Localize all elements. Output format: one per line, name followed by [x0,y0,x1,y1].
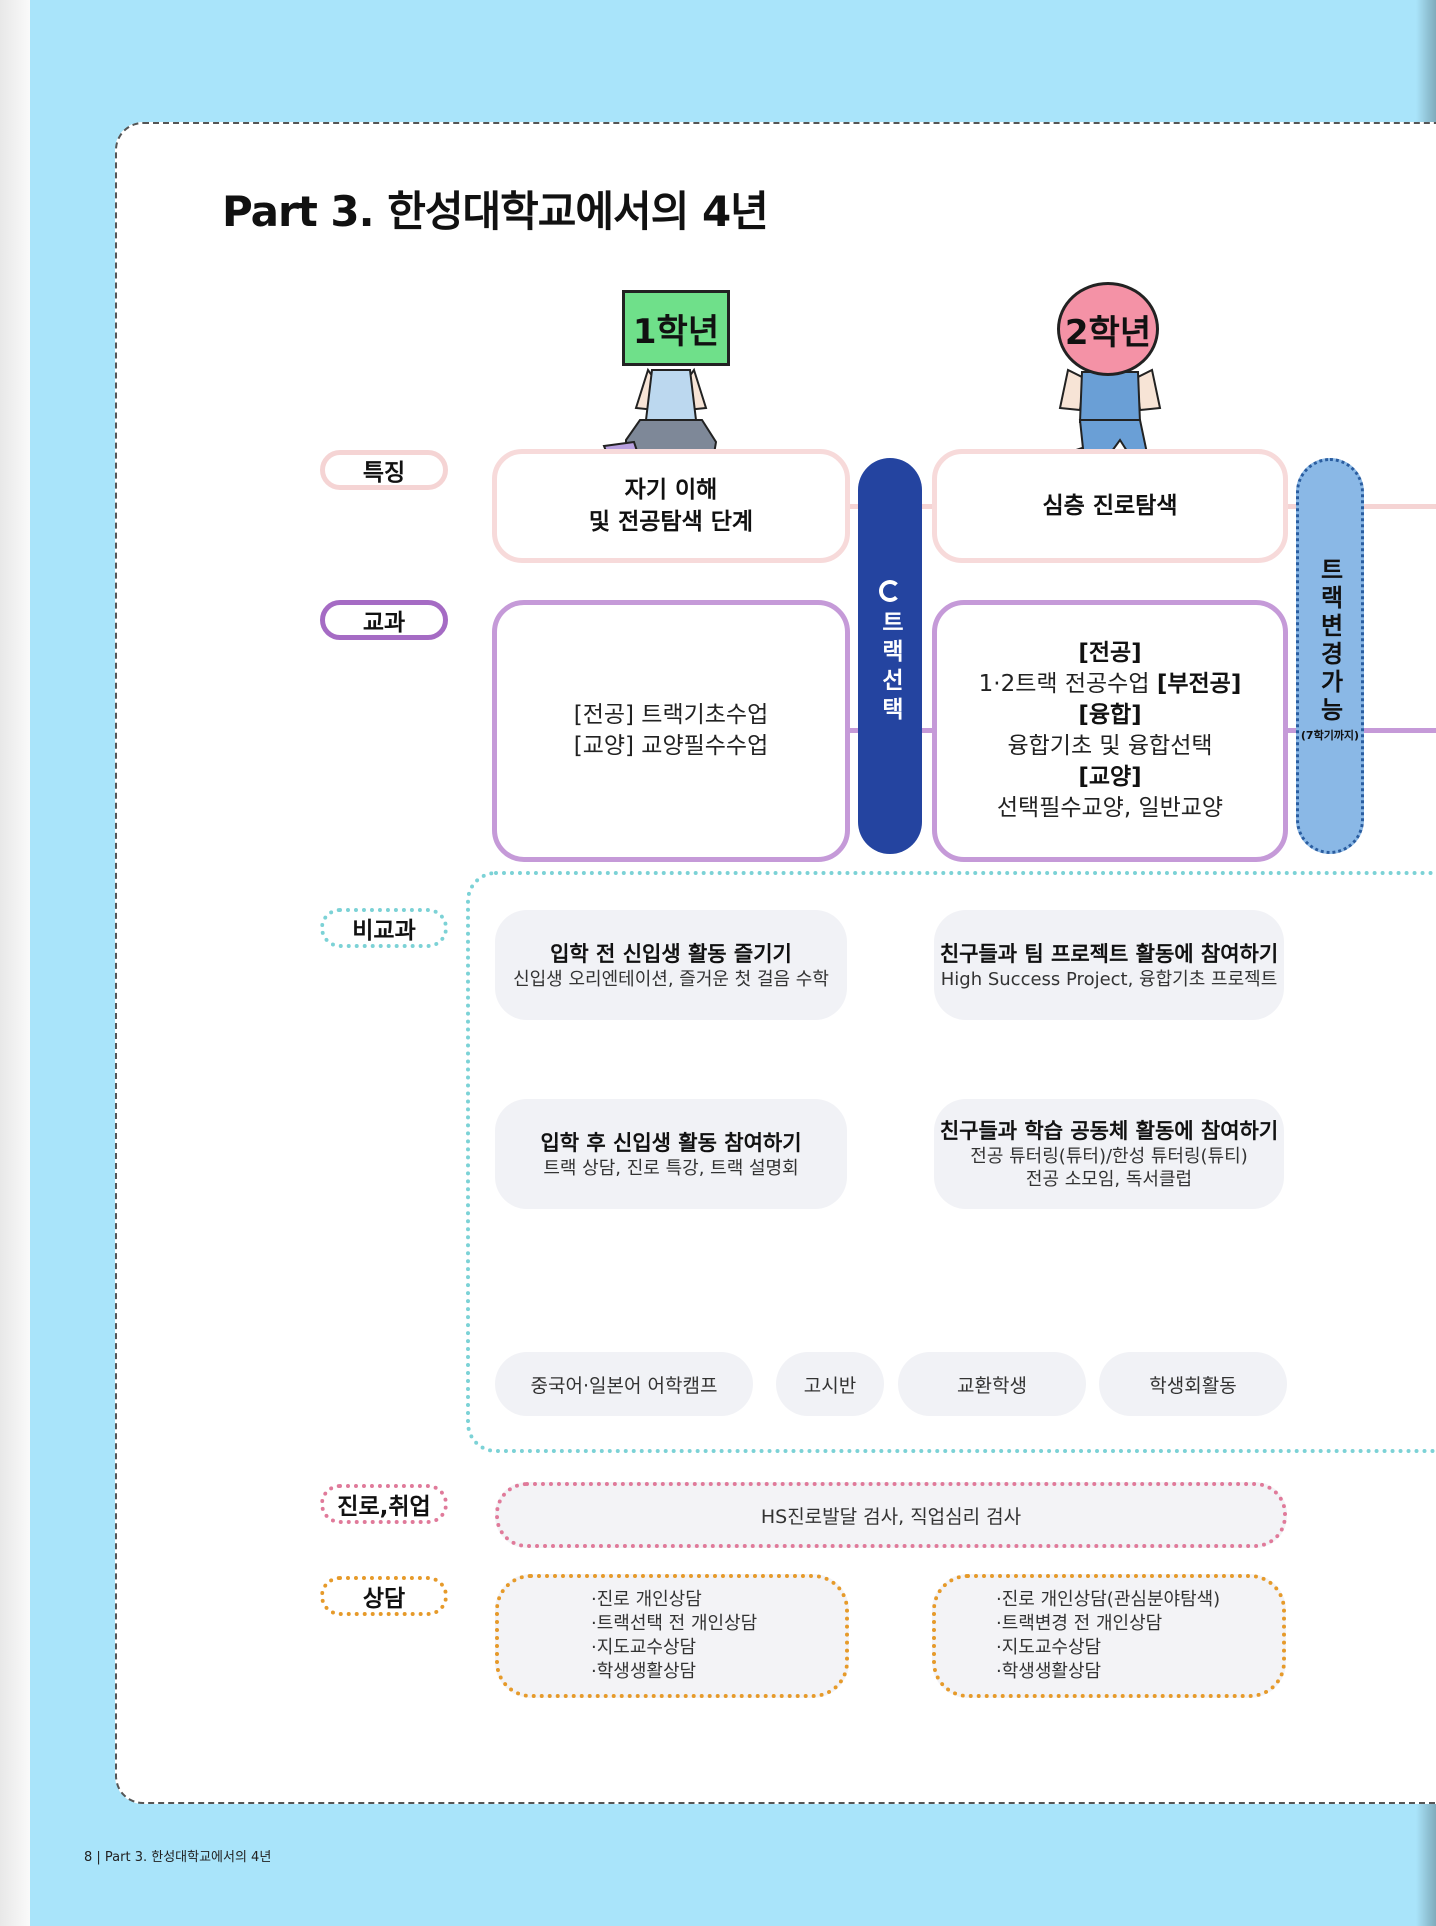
curriculum-liberal-line: 선택필수교양, 일반교양 [996,795,1224,821]
activity-pill-exchange: 교환학생 [898,1352,1086,1416]
curriculum-grade-1-line-1: [전공] 트랙기초수업 [573,702,769,728]
page-footer: 8 | Part 3. 한성대학교에서의 4년 [84,1850,272,1865]
curriculum-box-grade-1: [전공] 트랙기초수업 [교양] 교양필수수업 [492,600,850,862]
curriculum-box-grade-2: [전공] 1·2트랙 전공수업 [부전공] [융합] 융합기초 및 융합선택 [… [932,600,1288,862]
feature-grade-1-line-2: 및 전공탐색 단계 [588,509,754,535]
counseling-item: ·트랙선택 전 개인상담 [591,1613,758,1634]
activity-card: 입학 후 신입생 활동 참여하기 트랙 상담, 진로 특강, 트랙 설명회 [495,1099,847,1209]
counseling-box-grade-1: ·진로 개인상담 ·트랙선택 전 개인상담 ·지도교수상담 ·학생생활상담 [495,1574,849,1698]
activity-detail: 전공 소모임, 독서클럽 [1025,1169,1193,1190]
feature-grade-2-text: 심층 진로탐색 [1042,493,1178,519]
curriculum-major-label: [전공] [1078,640,1142,666]
activity-card: 입학 전 신입생 활동 즐기기 신입생 오리엔테이션, 즐거운 첫 걸음 수학 [495,910,847,1020]
feature-grade-1-line-1: 자기 이해 [624,477,718,503]
counseling-item: ·지도교수상담 [996,1637,1102,1658]
curriculum-convergence-label: [융합] [1078,702,1142,728]
activity-card: 친구들과 팀 프로젝트 활동에 참여하기 High Success Projec… [934,910,1284,1020]
track-change-label: 트랙변경가능 [1315,557,1344,725]
feature-box-grade-1: 자기 이해 및 전공탐색 단계 [492,449,850,563]
career-text: HS진로발달 검사, 직업심리 검사 [760,1505,1022,1528]
row-label-career: 진로,취업 [320,1484,448,1524]
grade-1-sign: 1학년 [622,290,730,366]
activity-title: 입학 전 신입생 활동 즐기기 [550,941,792,966]
activity-title: 친구들과 팀 프로젝트 활동에 참여하기 [939,941,1279,966]
counseling-item: ·진로 개인상담(관심분야탐색) [996,1589,1221,1610]
track-change-bar: 트랙변경가능 (7학기까지) [1296,458,1364,854]
track-select-bar: 트랙선택 [858,458,922,854]
curriculum-minor-label: [부전공] [1156,671,1242,697]
page-binding [0,0,30,1926]
counseling-item: ·학생생활상담 [996,1661,1102,1682]
activity-pill-exam-class: 고시반 [776,1352,884,1416]
activity-detail: 트랙 상담, 진로 특강, 트랙 설명회 [543,1157,799,1179]
track-change-note: (7학기까지) [1300,729,1360,742]
grade-2-sign: 2학년 [1057,282,1159,376]
activity-title: 입학 후 신입생 활동 참여하기 [540,1130,802,1155]
page-title: Part 3. 한성대학교에서의 4년 [222,187,769,236]
grade-2-label: 2학년 [1064,312,1152,353]
counseling-item: ·지도교수상담 [591,1637,697,1658]
curriculum-convergence-line: 융합기초 및 융합선택 [1007,733,1213,759]
track-select-label: 트랙선택 [877,610,903,726]
career-box: HS진로발달 검사, 직업심리 검사 [495,1482,1287,1548]
row-label-counseling: 상담 [320,1576,448,1616]
row-label-curriculum: 교과 [320,600,448,640]
student-1-illustration [602,367,718,458]
activity-detail: High Success Project, 융합기초 프로젝트 [940,968,1278,990]
feature-box-grade-2: 심층 진로탐색 [932,449,1288,563]
curriculum-major-text: 1·2트랙 전공수업 [978,671,1157,697]
activity-card: 친구들과 학습 공동체 활동에 참여하기 전공 튜터링(튜터)/한성 튜터링(튜… [934,1099,1284,1209]
activity-pill-language-camp: 중국어·일본어 어학캠프 [495,1352,753,1416]
curriculum-grade-1-line-2: [교양] 교양필수수업 [573,733,769,759]
counseling-box-grade-2: ·진로 개인상담(관심분야탐색) ·트랙변경 전 개인상담 ·지도교수상담 ·학… [932,1574,1286,1698]
activity-detail: 신입생 오리엔테이션, 즐거운 첫 걸음 수학 [513,968,829,990]
counseling-item: ·진로 개인상담 [591,1589,702,1610]
curriculum-major-line: 1·2트랙 전공수업 [부전공] [979,669,1242,700]
counseling-item: ·학생생활상담 [591,1661,697,1682]
activity-detail: 전공 튜터링(튜터)/한성 튜터링(튜티) [970,1146,1248,1167]
counseling-item: ·트랙변경 전 개인상담 [996,1613,1163,1634]
curriculum-liberal-label: [교양] [1078,764,1142,790]
activity-pill-student-council: 학생회활동 [1099,1352,1287,1416]
row-label-feature: 특징 [320,450,448,490]
activity-title: 친구들과 학습 공동체 활동에 참여하기 [939,1119,1279,1143]
refresh-icon [879,580,901,602]
grade-1-label: 1학년 [632,311,720,352]
row-label-extracurricular: 비교과 [320,908,448,948]
extracurricular-frame [466,871,1436,1453]
